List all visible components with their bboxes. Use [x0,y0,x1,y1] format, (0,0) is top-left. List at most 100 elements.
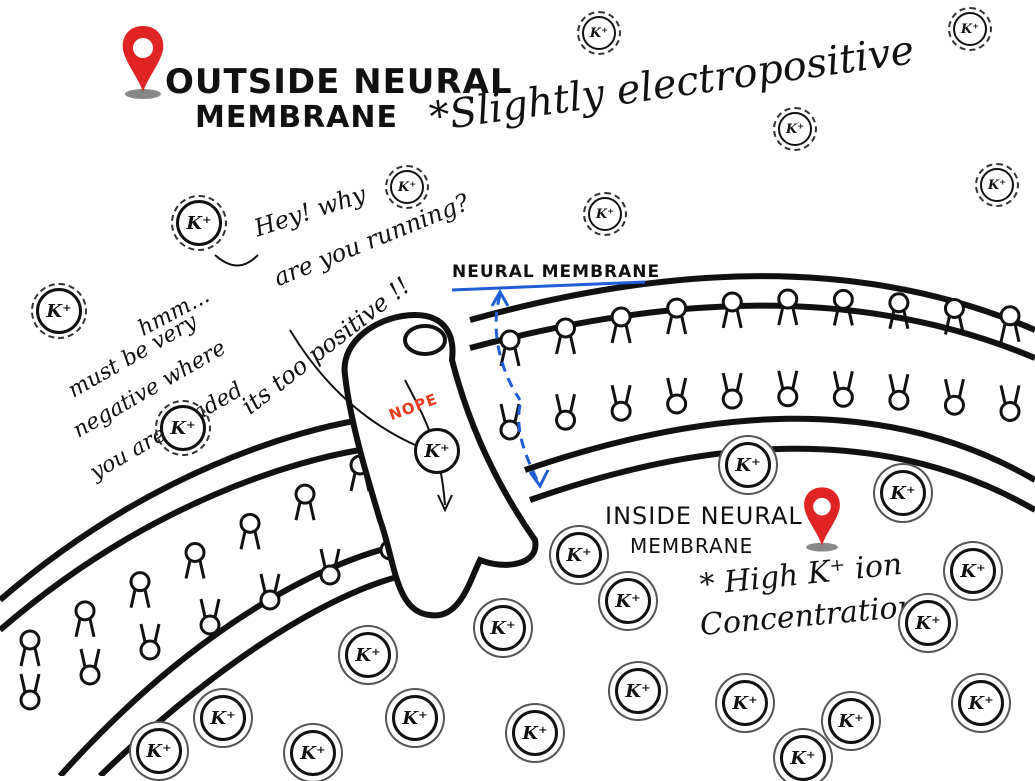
lipid-tail [499,403,521,423]
k-ion: K⁺ [948,7,992,51]
lipid-tail [666,315,688,335]
k-ion: K⁺ [31,283,87,339]
k-ion: K⁺ [905,600,951,646]
k-ion: K⁺ [556,532,602,578]
lipid-tail [832,307,854,326]
lipid-head [610,306,632,328]
k-ion: K⁺ [171,195,227,251]
lipid-tail [721,372,743,392]
lipid-tail [74,618,96,638]
lipid-tail [129,589,151,608]
lipid-head [555,409,577,431]
k-ion: K⁺ [577,11,621,55]
k-ion: K⁺ [722,680,768,726]
lipid-tail [555,393,577,413]
channel-k-ion: K⁺ [414,428,460,474]
k-ion: K⁺ [583,192,627,236]
lipid-tail [555,335,577,355]
k-ion: K⁺ [773,107,817,151]
lipid-head [888,389,910,411]
k-ion: K⁺ [385,165,429,209]
lipid-tail [79,648,101,668]
lipid-tail [999,385,1021,404]
lipid-tail [19,647,41,667]
inside-title-line1: INSIDE NEURAL [605,502,803,530]
lipid-head [129,571,151,593]
lipid-head [832,386,854,408]
outside-title-line1: OUTSIDE NEURAL [165,62,513,102]
lipid-tail [888,373,910,393]
lipid-tail [943,378,965,398]
lipid-tail [19,673,41,693]
outside-title-line2: MEMBRANE [195,100,398,135]
lipid-head [777,386,799,408]
k-ion: K⁺ [512,710,558,756]
lipid-tail [666,377,688,397]
k-ion: K⁺ [605,578,651,624]
lipid-head [79,664,101,686]
lipid-head [943,394,965,416]
map-pin-icon [122,26,164,99]
lipid-tail [777,306,799,326]
k-ion: K⁺ [958,680,1004,726]
lipid-tail [239,531,261,550]
k-ion: K⁺ [200,695,246,741]
lipid-tail [721,309,743,329]
lipid-tail [943,316,965,335]
lipid-head [832,288,854,310]
lipid-head [721,388,743,410]
lipid-head [239,512,261,534]
lipid-tail [888,310,910,330]
k-ion: K⁺ [975,163,1019,207]
lipid-tail [777,370,799,390]
lipid-head [499,329,521,351]
lipid-head [888,292,910,314]
lipid-tail [184,560,206,579]
lipid-tail [139,623,161,643]
lipid-head [74,600,96,622]
k-ion: K⁺ [480,605,526,651]
lipid-head [721,291,743,313]
k-ion: K⁺ [880,470,926,516]
lipid-head [184,542,206,563]
lipid-tail [610,324,632,344]
lipid-head [139,639,161,661]
lipid-head [499,419,521,441]
inside-title-line2: MEMBRANE [630,534,754,558]
lipid-tail [610,384,632,404]
lipid-head [319,564,341,586]
lipid-tail [259,573,281,593]
lipid-head [555,317,577,339]
lipid-head [294,483,316,505]
lipid-tail [319,548,341,568]
lipid-head [199,614,221,636]
k-ion: K⁺ [950,548,996,594]
lipid-tail [832,370,854,390]
lipid-head [999,305,1021,327]
lipid-head [259,589,281,611]
k-ion: K⁺ [290,730,336,776]
lipid-tail [999,323,1021,343]
lipid-head [999,400,1021,422]
membrane-label: NEURAL MEMBRANE [452,262,661,282]
ion-symbol: K⁺ [424,440,450,462]
lipid-head [666,297,688,319]
k-ion: K⁺ [780,735,826,781]
lipid-head [777,288,799,310]
lipid-head [943,298,965,320]
lipid-head [610,400,632,422]
lipid-tail [294,501,316,521]
lipid-head [19,689,41,711]
lipid-head [19,629,41,651]
lipid-head [666,393,688,415]
k-ion: K⁺ [828,698,874,744]
k-ion: K⁺ [392,695,438,741]
map-pin-icon [804,487,840,552]
k-ion: K⁺ [725,442,771,488]
k-ion: K⁺ [345,632,391,678]
k-ion: K⁺ [136,728,182,774]
k-ion: K⁺ [155,400,211,456]
lipid-tail [199,598,221,618]
k-ion: K⁺ [615,668,661,714]
